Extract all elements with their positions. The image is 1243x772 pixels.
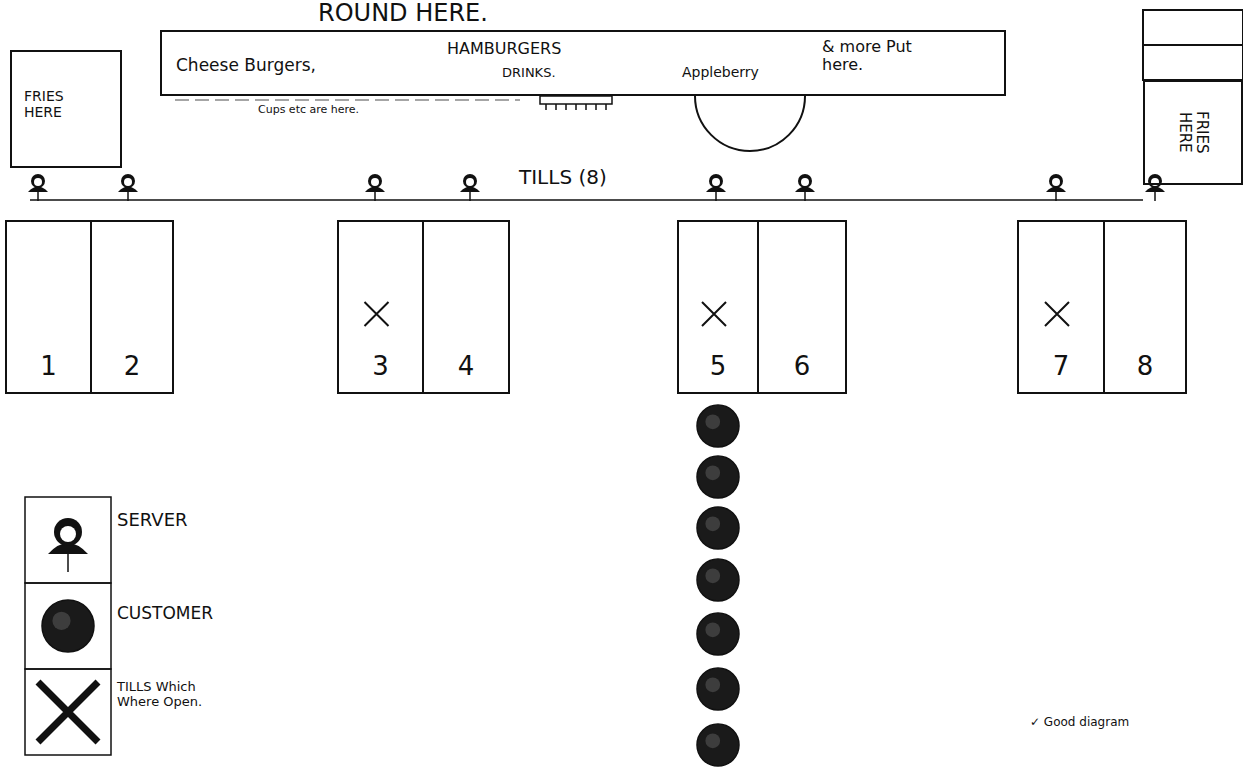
till: 4 <box>422 220 510 394</box>
customer-icon <box>697 613 739 655</box>
server-icon <box>460 174 480 201</box>
grader-note: ✓ Good diagram <box>1030 716 1129 730</box>
server-icon <box>795 174 815 201</box>
cups-note: Cups etc are here. <box>258 104 368 117</box>
fries-station: FRIES HERE <box>1143 80 1243 185</box>
till: 8 <box>1103 220 1187 394</box>
till-number: 5 <box>710 352 727 382</box>
server-icon <box>1145 174 1165 201</box>
cups-shelf-line <box>175 99 520 101</box>
server-line <box>30 199 1143 201</box>
server-icon <box>28 174 48 201</box>
server-icon <box>706 174 726 201</box>
legend-text: TILLS Which Where Open. <box>117 680 227 710</box>
till: 2 <box>90 220 174 394</box>
till: 3 <box>337 220 424 394</box>
customer-icon <box>697 668 739 710</box>
open-till-mark <box>1045 302 1069 326</box>
legend-sample <box>25 669 111 755</box>
till-number: 8 <box>1137 352 1154 382</box>
customer-icon <box>697 724 739 766</box>
open-till-mark <box>365 302 389 326</box>
node-text: & more Put here. <box>822 38 927 75</box>
customer-icon <box>697 507 739 549</box>
fries-station: FRIES HERE <box>10 50 122 168</box>
customer-icon <box>697 456 739 498</box>
node-text: FRIES HERE <box>24 88 84 120</box>
customer-icon <box>697 405 739 447</box>
server-icon <box>118 174 138 201</box>
drink-dispenser <box>540 96 612 110</box>
server-icon <box>1046 174 1066 201</box>
till-number: 2 <box>124 352 141 382</box>
node-text: Appleberry <box>682 64 759 80</box>
node-text: FRIES HERE <box>1176 102 1211 164</box>
till: 6 <box>757 220 847 394</box>
legend-text: CUSTOMER <box>117 604 213 624</box>
till: 1 <box>5 220 92 394</box>
node-text: DRINKS. <box>502 66 556 81</box>
till-number: 7 <box>1053 352 1070 382</box>
node-text: HAMBURGERS <box>447 40 561 58</box>
till-number: 1 <box>40 352 57 382</box>
counter-semicircle <box>695 96 805 151</box>
heading-note: ROUND HERE. <box>318 0 488 28</box>
till-number: 6 <box>794 352 811 382</box>
till-number: 4 <box>458 352 475 382</box>
till: 5 <box>677 220 759 394</box>
legend-sample <box>25 583 111 669</box>
server-icon <box>365 174 385 201</box>
tills-label: TILLS (8) <box>515 166 611 189</box>
legend-text: SERVER <box>117 510 188 531</box>
customer-icon <box>697 559 739 601</box>
node-text: Cheese Burgers, <box>176 56 316 76</box>
fries-shelf <box>1143 10 1243 80</box>
till: 7 <box>1017 220 1105 394</box>
open-till-mark <box>702 302 726 326</box>
fries-shelf-line <box>1143 44 1243 46</box>
till-number: 3 <box>372 352 389 382</box>
legend-sample <box>25 497 111 583</box>
food-shelf: Cheese Burgers, HAMBURGERS DRINKS. Appleber… <box>160 30 1006 96</box>
